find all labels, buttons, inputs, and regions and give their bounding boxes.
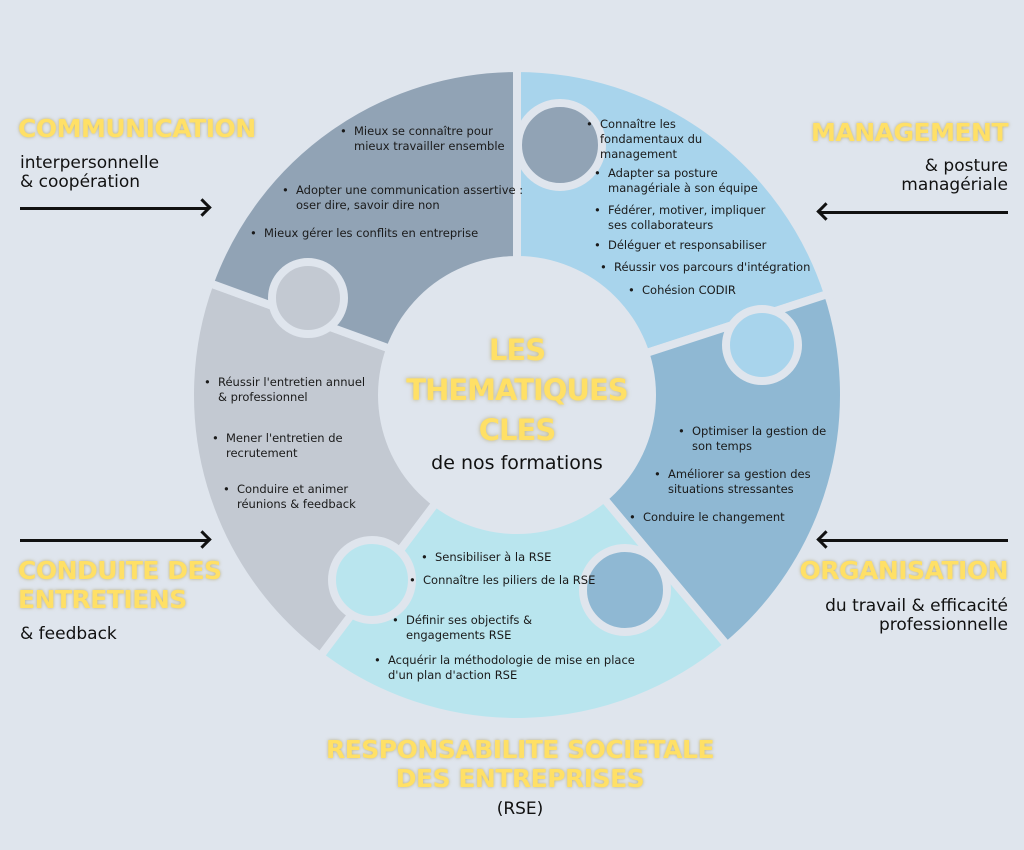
list-item: Cohésion CODIR	[628, 283, 782, 298]
arrow-left-icon	[820, 539, 1008, 542]
conduite-subtitle: & feedback	[20, 624, 117, 644]
list-item: Adopter une communication assertive : os…	[282, 183, 526, 213]
center-title-line: THEMATIQUES	[406, 373, 628, 407]
center-subtitle: de nos formations	[431, 452, 603, 474]
list-item: Acquérir la méthodologie de mise en plac…	[374, 653, 648, 683]
list-item: Définir ses objectifs & engagements RSE	[392, 613, 556, 643]
puzzle-knob-rse	[328, 536, 416, 624]
list-item: Conduire le changement	[629, 510, 843, 525]
list-item: Mieux gérer les conflits en entreprise	[250, 226, 524, 241]
list-item: Conduire et animer réunions & feedback	[223, 482, 382, 512]
arrow-left-icon	[820, 211, 1008, 214]
list-item: Réussir vos parcours d'intégration	[600, 260, 834, 275]
list-item: Mener l'entretien de recrutement	[212, 431, 371, 461]
list-item: Réussir l'entretien annuel & professionn…	[204, 375, 373, 405]
list-item: Améliorer sa gestion des situations stre…	[654, 467, 843, 497]
rse-subtitle: (RSE)	[496, 799, 544, 819]
puzzle-knob-organisation	[579, 544, 671, 636]
center-title-line: CLES	[478, 413, 556, 447]
center-circle	[378, 256, 656, 534]
arrow-right-icon	[20, 207, 208, 210]
arrow-right-icon	[20, 539, 208, 542]
list-item: Sensibiliser à la RSE	[421, 550, 615, 565]
organisation-title: ORGANISATION	[799, 556, 1008, 585]
list-item: Mieux se connaître pour mieux travailler…	[340, 124, 514, 154]
center-title: LES THEMATIQUES CLES de nos formations	[377, 330, 657, 474]
list-item: Connaître les piliers de la RSE	[409, 573, 598, 588]
management-title: MANAGEMENT	[810, 118, 1009, 147]
list-item: Déléguer et responsabiliser	[594, 238, 808, 253]
communication-title: COMMUNICATION	[18, 114, 256, 143]
list-item: Adapter sa posture managériale à son équ…	[594, 166, 783, 196]
puzzle-knob-conduite	[268, 258, 348, 338]
list-item: Optimiser la gestion de son temps	[678, 424, 842, 454]
center-title-line: LES	[488, 333, 546, 367]
list-item: Connaître les fondamentaux du management	[586, 117, 720, 162]
list-item: Fédérer, motiver, impliquer ses collabor…	[594, 203, 768, 233]
communication-subtitle: interpersonnelle& coopération	[20, 153, 160, 192]
puzzle-knob-management	[722, 305, 802, 385]
